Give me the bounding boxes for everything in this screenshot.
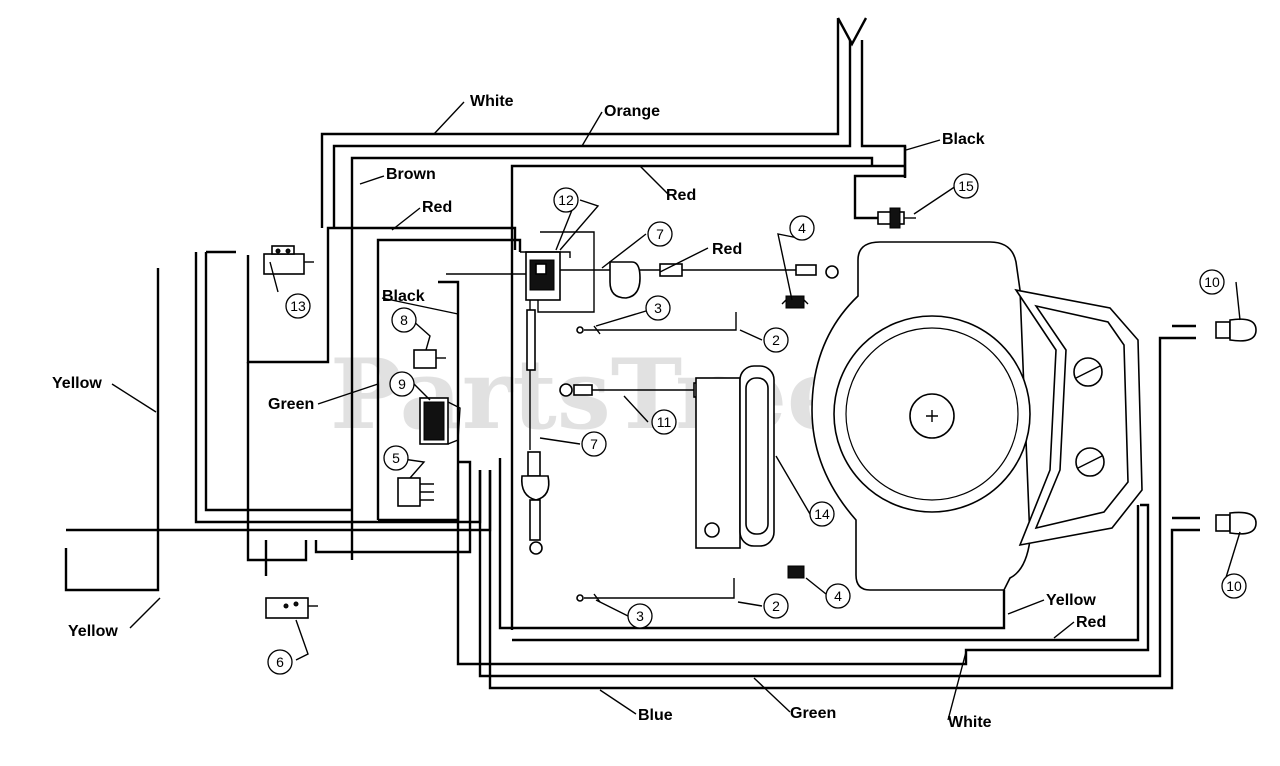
bulb-10-bottom	[1215, 511, 1257, 535]
callout-7-upper: 7	[647, 221, 673, 247]
wire-blue-bottom	[488, 470, 1200, 690]
wire-green-bottom	[478, 336, 1196, 678]
callout-7-lower: 7	[581, 431, 607, 457]
label-white-top: White	[470, 93, 514, 110]
svg-text:4: 4	[798, 220, 806, 236]
callout-12: 12	[553, 187, 579, 213]
callout-14: 14	[809, 501, 835, 527]
cable-7-lower	[520, 300, 550, 555]
svg-text:2: 2	[772, 332, 780, 348]
label-blue: Blue	[638, 707, 673, 724]
switch-6	[265, 597, 318, 619]
callout-9: 9	[389, 371, 415, 397]
svg-text:14: 14	[814, 506, 830, 522]
label-white-bottom: White	[948, 714, 992, 731]
shroud-bolt-bottom-slot	[1077, 455, 1103, 469]
svg-text:6: 6	[276, 654, 284, 670]
callout-6: 6	[267, 649, 293, 675]
wire-yellow-left	[64, 268, 160, 592]
label-brown: Brown	[386, 166, 436, 183]
svg-text:11: 11	[657, 414, 672, 430]
rod-3-2-lower	[576, 578, 735, 603]
wire-lower-cross-4	[314, 460, 472, 554]
callout-4-upper: 4	[789, 215, 815, 241]
svg-text:3: 3	[654, 300, 662, 316]
wire-yellow-left-3	[204, 252, 352, 512]
wire-lower-cross-2	[246, 362, 308, 562]
label-red-right: Red	[1076, 614, 1106, 631]
svg-text:7: 7	[590, 436, 598, 452]
wire-harness	[64, 17, 1200, 690]
switch-13	[263, 245, 314, 275]
callout-2-lower: 2	[763, 593, 789, 619]
module-9	[419, 397, 461, 445]
bulb-10-top	[1215, 318, 1257, 342]
svg-text:4: 4	[834, 588, 842, 604]
wire-red-left	[376, 238, 522, 520]
label-green-left: Green	[268, 396, 314, 413]
callout-4-lower: 4	[825, 583, 851, 609]
wire-top-end	[836, 17, 868, 47]
switch-5	[397, 477, 434, 507]
label-red-top: Red	[666, 187, 696, 204]
callout-2-upper: 2	[763, 327, 789, 353]
label-black-top: Black	[942, 131, 985, 148]
wire-white-top	[320, 18, 840, 228]
label-green-bottom: Green	[790, 705, 836, 722]
label-black-left: Black	[382, 288, 425, 305]
flywheel-hub-cross	[926, 410, 938, 422]
callout-3-upper: 3	[645, 295, 671, 321]
label-yellow-bottom: Yellow	[68, 623, 118, 640]
wire-red-top	[510, 164, 905, 630]
wire-orange-top	[332, 40, 852, 228]
wire-brown	[350, 156, 874, 560]
svg-text:13: 13	[290, 298, 306, 314]
svg-text:5: 5	[392, 450, 400, 466]
engine-block	[811, 241, 1143, 591]
wire-white-bottom	[456, 470, 1150, 666]
engine-shroud-inner	[1034, 304, 1129, 530]
connector-15	[877, 207, 916, 229]
svg-text:15: 15	[958, 178, 974, 194]
clip-4-upper	[781, 295, 809, 309]
cable-7-upper	[446, 261, 839, 299]
callout-5: 5	[383, 445, 409, 471]
callout-3-lower: 3	[627, 603, 653, 629]
clip-4-lower	[787, 565, 805, 579]
shroud-bolt-top-slot	[1075, 365, 1101, 379]
svg-text:9: 9	[398, 376, 406, 392]
svg-text:2: 2	[772, 598, 780, 614]
wire-black-left	[378, 280, 460, 522]
svg-text:12: 12	[558, 192, 574, 208]
label-yellow-left: Yellow	[52, 375, 102, 392]
svg-text:8: 8	[400, 312, 408, 328]
svg-text:10: 10	[1226, 578, 1242, 594]
callout-11: 11	[651, 409, 677, 435]
wire-red-right	[512, 505, 1140, 642]
label-red-mid: Red	[712, 241, 742, 258]
svg-text:7: 7	[656, 226, 664, 242]
wire-labels: White Orange Black Brown Red Red Red Bla…	[52, 93, 1106, 731]
label-red-left: Red	[422, 199, 452, 216]
battery-strap-14	[695, 365, 775, 549]
rod-3-2-upper	[576, 312, 737, 335]
solenoid-12	[520, 231, 595, 313]
leader-lines	[111, 101, 1241, 721]
label-yellow-right: Yellow	[1046, 592, 1096, 609]
svg-text:3: 3	[636, 608, 644, 624]
callouts: 12 7 4 15 10 3 2 8 9 11 7 5 14 13 4 2 3 …	[267, 173, 1247, 675]
wire-yellow-right	[498, 458, 1006, 630]
svg-text:10: 10	[1204, 274, 1220, 290]
callout-13: 13	[285, 293, 311, 319]
callout-10-top: 10	[1199, 269, 1225, 295]
switch-8	[413, 349, 446, 369]
label-orange: Orange	[604, 103, 660, 120]
callout-15: 15	[953, 173, 979, 199]
callout-10-bottom: 10	[1221, 573, 1247, 599]
wire-switch-13-box	[246, 226, 517, 364]
callout-8: 8	[391, 307, 417, 333]
